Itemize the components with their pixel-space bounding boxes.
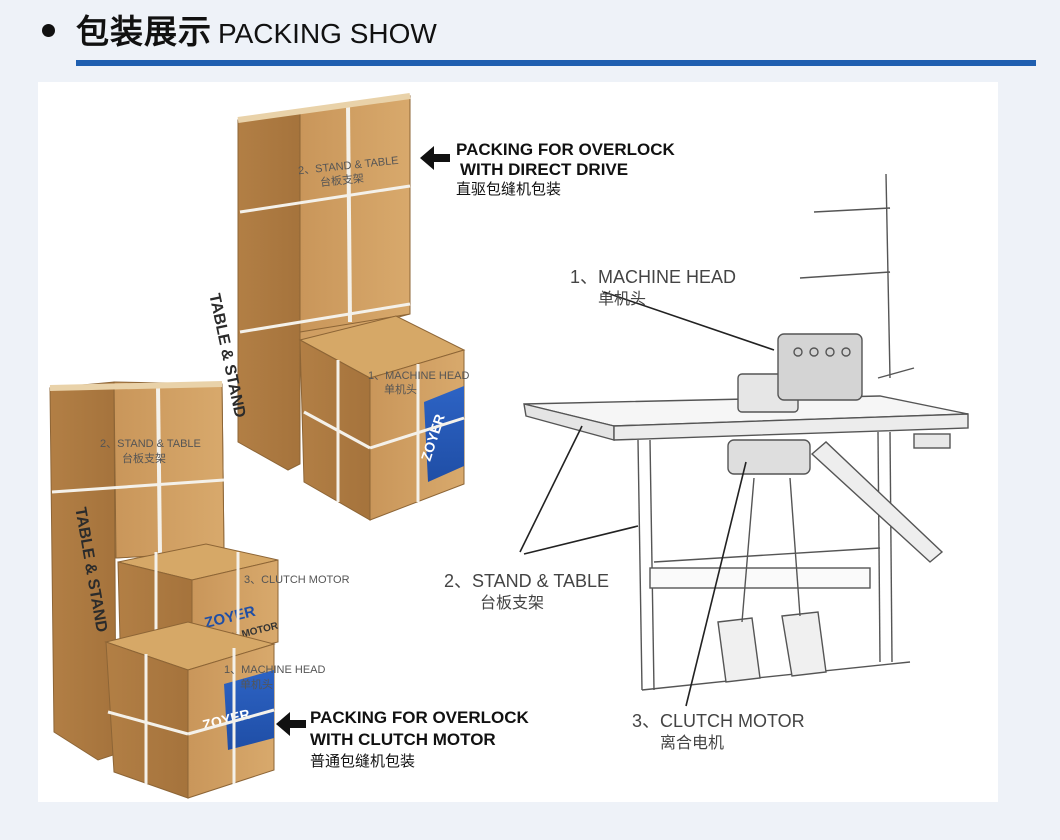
cube-box-lower: ZOYER bbox=[104, 621, 276, 799]
machine-head-label-en: 1、MACHINE HEAD bbox=[570, 267, 737, 287]
callout-clutch-zh: 普通包缝机包装 bbox=[310, 752, 416, 770]
arrow-icon-clutch bbox=[276, 712, 306, 736]
header-underline bbox=[76, 60, 1036, 66]
stand-table-label-zh: 台板支架 bbox=[480, 593, 545, 612]
tall-box-lower-label-en: 2、STAND & TABLE bbox=[100, 438, 201, 450]
packing-panel: ZOYER ZOYER CLUTCH MOTOR bbox=[38, 82, 998, 802]
cube-upper-label-zh: 单机头 bbox=[384, 383, 417, 396]
callout-clutch-line1: PACKING FOR OVERLOCK bbox=[310, 708, 529, 727]
tall-box-lower-label-zh: 台板支架 bbox=[122, 452, 166, 465]
arrow-icon-direct-drive bbox=[420, 146, 450, 170]
sewing-machine-drawing bbox=[523, 173, 969, 691]
callout-clutch-line2: WITH CLUTCH MOTOR bbox=[310, 730, 496, 749]
cube-lower-label-zh: 单机头 bbox=[240, 678, 273, 691]
callout-direct-drive-zh: 直驱包缝机包装 bbox=[456, 180, 562, 198]
section-title-en: PACKING SHOW bbox=[218, 18, 437, 49]
stand-table-label-en: 2、STAND & TABLE bbox=[444, 571, 610, 591]
section-title-zh: 包装展示 bbox=[76, 12, 212, 51]
clutch-motor-label-zh: 离合电机 bbox=[660, 733, 725, 752]
callout-direct-drive-line1: PACKING FOR OVERLOCK bbox=[456, 140, 675, 159]
tall-box-upper bbox=[237, 93, 411, 471]
callout-direct-drive-line2: WITH DIRECT DRIVE bbox=[460, 160, 629, 179]
leader-lines bbox=[519, 291, 775, 707]
tall-box-lower bbox=[49, 381, 225, 761]
motor-box-label-en: 3、CLUTCH MOTOR bbox=[244, 574, 350, 586]
machine-head-label-zh: 单机头 bbox=[598, 289, 647, 308]
cube-box-upper: ZOYER bbox=[298, 315, 466, 521]
clutch-motor-label-en: 3、CLUTCH MOTOR bbox=[632, 711, 805, 731]
bullet-icon bbox=[42, 24, 55, 37]
cube-upper-label-en: 1、MACHINE HEAD bbox=[368, 370, 470, 382]
cube-lower-label-en: 1、MACHINE HEAD bbox=[224, 664, 326, 676]
packing-illustration: ZOYER ZOYER CLUTCH MOTOR bbox=[49, 93, 969, 799]
